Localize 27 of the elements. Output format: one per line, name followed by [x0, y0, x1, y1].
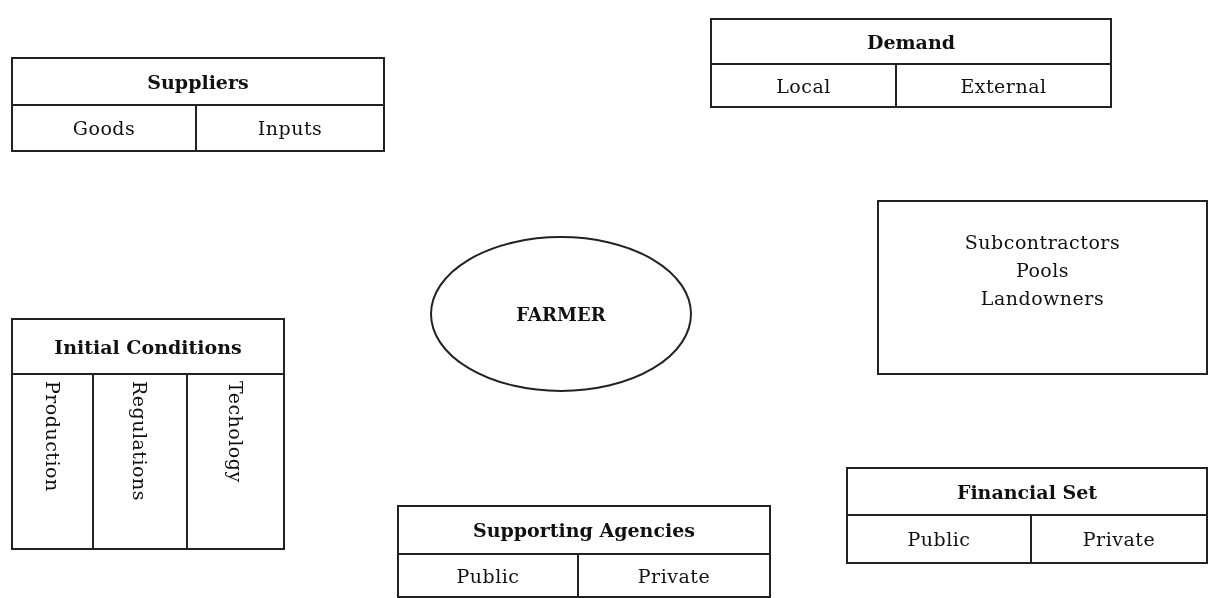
table-heading: Suppliers: [147, 70, 249, 93]
box-text: Subcontractors: [964, 230, 1121, 255]
text-box: [877, 200, 1208, 375]
ellipse-label: FARMER: [516, 303, 606, 325]
table-heading: Initial Conditions: [54, 335, 242, 358]
ellipse-node: [430, 236, 692, 392]
table-heading: Demand: [866, 30, 956, 53]
cell-text: Techology: [224, 381, 247, 483]
cell-text: Regulations: [129, 381, 151, 501]
cell-text: Public: [907, 528, 971, 550]
table-box: [11, 57, 385, 152]
table-box: [710, 18, 1112, 108]
table-box: [11, 318, 285, 550]
cell-text: Public: [456, 564, 520, 587]
cell-text: Private: [637, 564, 711, 587]
cell-text: Inputs: [257, 117, 323, 139]
cell-text: Private: [1082, 528, 1156, 550]
table-heading: Financial Set: [956, 480, 1098, 503]
table-box: [397, 505, 771, 598]
cell-text: External: [960, 74, 1047, 97]
cell-text: Goods: [72, 117, 136, 139]
cell-text: Production: [41, 381, 64, 492]
box-text: Pools: [1015, 258, 1070, 283]
table-box: [846, 467, 1208, 564]
box-text: Landowners: [980, 286, 1105, 311]
cell-text: Local: [776, 74, 831, 97]
table-heading: Supporting Agencies: [473, 519, 695, 541]
